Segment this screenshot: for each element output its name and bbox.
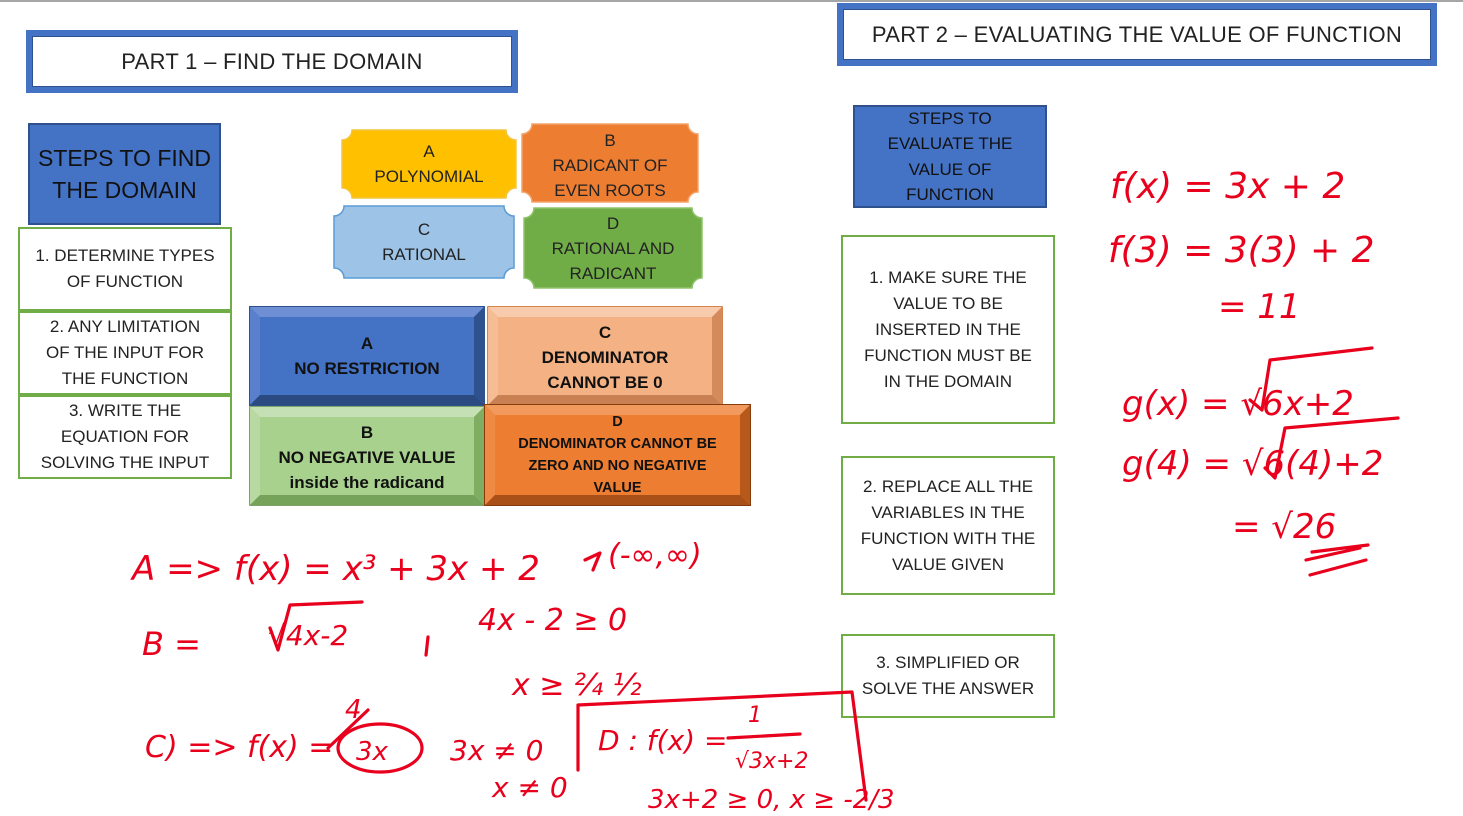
type-a-letter: A [423, 142, 435, 161]
bevel-shapes [249, 306, 751, 506]
restriction-c-label-1: DENOMINATOR [541, 347, 669, 367]
evaluate-step-1-line1: 1. MAKE SURE THE [869, 267, 1027, 287]
hw-c-work-2: x ≠ 0 [491, 771, 568, 804]
evaluate-step-1-line4: FUNCTION MUST BE [864, 345, 1032, 365]
ticket-c-shape [333, 205, 515, 279]
part2-title: PART 2 – EVALUATING THE VALUE OF FUNCTIO… [843, 9, 1431, 60]
domain-step-2: 2. ANY LIMITATION OF THE INPUT FOR THE F… [18, 311, 232, 395]
domain-step-2-line3: THE FUNCTION [61, 369, 189, 388]
evaluate-heading-line2: EVALUATE THE [887, 134, 1013, 153]
evaluate-step-2: 2. REPLACE ALL THE VARIABLES IN THE FUNC… [841, 456, 1055, 595]
part1-title-box: PART 1 – FIND THE DOMAIN [26, 30, 518, 93]
restriction-d-letter: D [612, 414, 623, 430]
evaluate-heading-line3: VALUE OF [908, 159, 992, 179]
steps-domain-heading: STEPS TO FIND THE DOMAIN [28, 123, 221, 225]
ticket-a-shape [341, 129, 517, 199]
evaluate-step-1-line2: VALUE TO BE [893, 293, 1003, 313]
evaluate-step-2-line4: VALUE GIVEN [891, 554, 1005, 574]
type-c-letter: C [417, 220, 431, 239]
domain-step-1: 1. DETERMINE TYPES OF FUNCTION [18, 227, 232, 311]
restriction-d-label-1: DENOMINATOR CANNOT BE [518, 436, 717, 452]
type-d-label-2: RADICANT [569, 263, 657, 283]
restriction-b-label-1: NO NEGATIVE VALUE [278, 447, 456, 467]
part1-title: PART 1 – FIND THE DOMAIN [32, 36, 512, 87]
evaluate-heading-line4: FUNCTION [906, 185, 994, 204]
hw-g-line-1: g(x) = √6x+2 [1122, 384, 1354, 424]
ticket-shapes [333, 123, 703, 289]
steps-evaluate-heading: STEPS TO EVALUATE THE VALUE OF FUNCTION [853, 105, 1047, 208]
hw-b-ineq: 4x - 2 ≥ 0 [478, 603, 627, 638]
domain-step-3-line3: SOLVING THE INPUT [40, 453, 210, 472]
hw-a-line: A => f(x) = x³ + 3x + 2 [130, 549, 540, 589]
domain-step-3-line2: EQUATION FOR [60, 427, 190, 446]
restriction-b-label-2: inside the radicand [289, 472, 445, 492]
hw-d-num: 1 [748, 703, 762, 728]
type-b-radicant: B RADICANT OF EVEN ROOTS [522, 126, 698, 204]
evaluate-step-1-line3: INSERTED IN THE [875, 319, 1021, 339]
type-a-polynomial: A POLYNOMIAL [342, 130, 516, 198]
type-b-letter: B [604, 130, 616, 150]
hw-a-domain: (-∞,∞) [608, 538, 702, 573]
hw-f-line-1: f(x) = 3x + 2 [1110, 166, 1345, 207]
restriction-d: D DENOMINATOR CANNOT BE ZERO AND NO NEGA… [495, 412, 740, 498]
type-b-label-2: EVEN ROOTS [554, 180, 666, 200]
part2-title-box: PART 2 – EVALUATING THE VALUE OF FUNCTIO… [837, 3, 1437, 66]
restriction-a-letter: A [360, 334, 374, 353]
restriction-a-label: NO RESTRICTION [294, 359, 440, 378]
evaluate-heading-line1: STEPS TO [908, 108, 992, 128]
restriction-b-letter: B [360, 422, 374, 442]
restriction-d-label-2: ZERO AND NO NEGATIVE [528, 458, 707, 474]
evaluate-step-3: 3. SIMPLIFIED OR SOLVE THE ANSWER [841, 634, 1055, 718]
hw-d-label: D : f(x) = [598, 724, 727, 757]
hw-d-work: 3x+2 ≥ 0, x ≥ -2/3 [648, 785, 895, 815]
domain-step-2-line2: OF THE INPUT FOR [45, 343, 205, 362]
steps-domain-heading-line1: STEPS TO FIND [38, 145, 211, 171]
domain-step-3-line1: 3. WRITE THE [68, 401, 182, 420]
ticket-b-shape [521, 123, 699, 203]
hw-c-den: 3x [356, 737, 389, 767]
evaluate-step-1-line5: IN THE DOMAIN [883, 371, 1013, 391]
evaluate-step-1: 1. MAKE SURE THE VALUE TO BE INSERTED IN… [841, 235, 1055, 424]
steps-domain-heading-line2: THE DOMAIN [52, 177, 197, 203]
restriction-c-label-2: CANNOT BE 0 [547, 372, 663, 392]
hw-d-den: √3x+2 [735, 749, 808, 774]
domain-step-1-line2: OF FUNCTION [66, 272, 184, 291]
hw-f-line-2: f(3) = 3(3) + 2 [1108, 230, 1375, 271]
restriction-a: A NO RESTRICTION [262, 318, 472, 394]
type-d-letter: D [606, 213, 620, 233]
type-b-label-1: RADICANT OF [552, 155, 668, 175]
evaluate-step-2-line3: FUNCTION WITH THE [860, 528, 1036, 548]
domain-step-3: 3. WRITE THE EQUATION FOR SOLVING THE IN… [18, 395, 232, 479]
restriction-b: B NO NEGATIVE VALUE inside the radicand [262, 418, 472, 496]
domain-step-2-line1: 2. ANY LIMITATION [49, 317, 201, 336]
top-divider [0, 0, 1463, 2]
type-d-label-1: RATIONAL AND [551, 238, 675, 258]
type-c-rational: C RATIONAL [334, 206, 514, 278]
hw-b-label: B = [142, 625, 201, 663]
evaluate-step-3-line1: 3. SIMPLIFIED OR [876, 653, 1020, 672]
type-d-rational-radicant: D RATIONAL AND RADICANT [524, 208, 702, 288]
restriction-d-label-3: VALUE [593, 480, 642, 496]
evaluate-step-3-line2: SOLVE THE ANSWER [861, 679, 1035, 698]
hw-c-work-1: 3x ≠ 0 [450, 734, 543, 767]
hw-g-line-2: g(4) = √6(4)+2 [1122, 444, 1383, 484]
restriction-c: C DENOMINATOR CANNOT BE 0 [500, 318, 710, 396]
type-c-label: RATIONAL [382, 245, 466, 264]
restriction-c-letter: C [598, 322, 612, 342]
evaluate-step-2-line2: VARIABLES IN THE [871, 502, 1025, 522]
hw-f-line-3: = 11 [1218, 287, 1301, 327]
type-a-label: POLYNOMIAL [374, 167, 484, 186]
evaluate-step-2-line1: 2. REPLACE ALL THE [862, 476, 1034, 496]
domain-step-1-line1: 1. DETERMINE TYPES [35, 246, 215, 265]
hw-c-label: C) => f(x) = [145, 730, 333, 765]
hw-g-line-3: = √26 [1232, 507, 1336, 547]
hw-c-num: 4 [345, 695, 362, 725]
hw-b-sol: x ≥ ²⁄₄ ½ [511, 668, 642, 703]
ticket-d-shape [523, 207, 703, 289]
